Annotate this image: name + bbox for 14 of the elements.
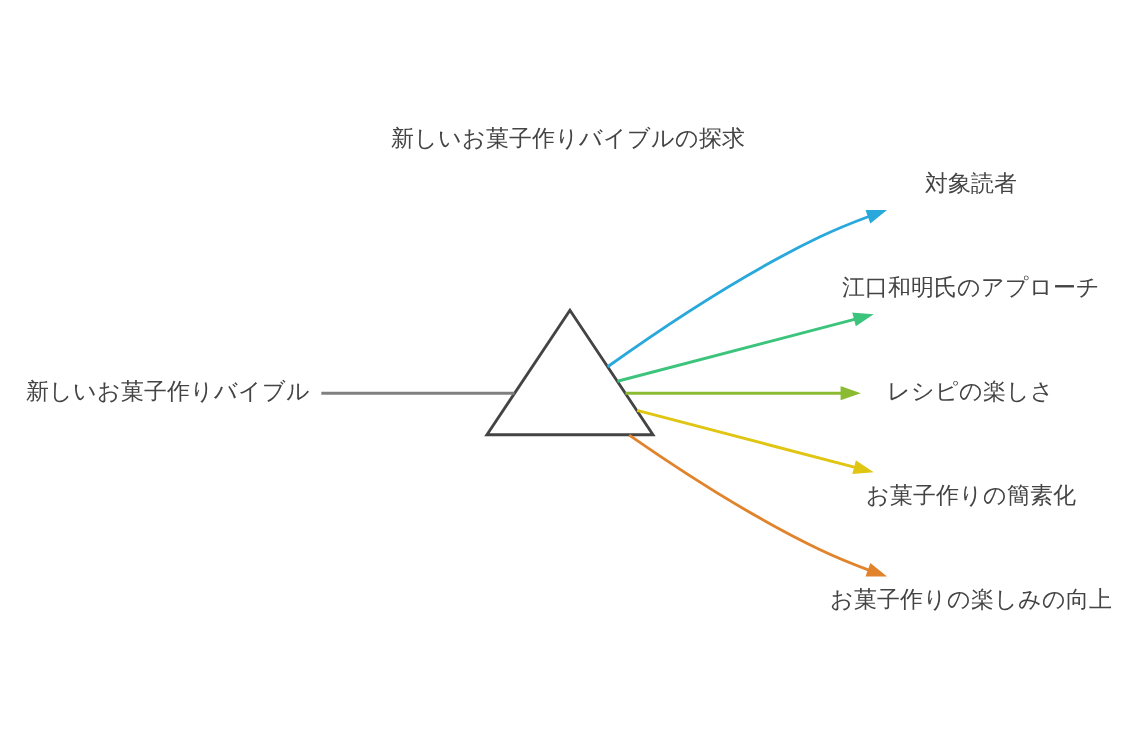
arrow bbox=[606, 209, 887, 368]
arrow bbox=[628, 433, 887, 577]
node-text: 江口和明氏のアプローチ bbox=[841, 273, 1100, 300]
node-text: お菓子作りの楽しみの向上 bbox=[829, 585, 1112, 612]
node-text: 新しいお菓子作りバイブル bbox=[25, 377, 310, 404]
node-text: お菓子作りの簡素化 bbox=[865, 481, 1076, 508]
arrow bbox=[625, 385, 861, 400]
node-text: 対象読者 bbox=[924, 169, 1017, 196]
arrow bbox=[617, 312, 874, 383]
arrow bbox=[636, 408, 874, 474]
node-triangle bbox=[484, 307, 656, 436]
node-text: レシピの楽しさ bbox=[887, 377, 1055, 404]
connector bbox=[321, 391, 515, 395]
diagram-title: 新しいお菓子作りバイブルの探求 bbox=[391, 124, 746, 151]
